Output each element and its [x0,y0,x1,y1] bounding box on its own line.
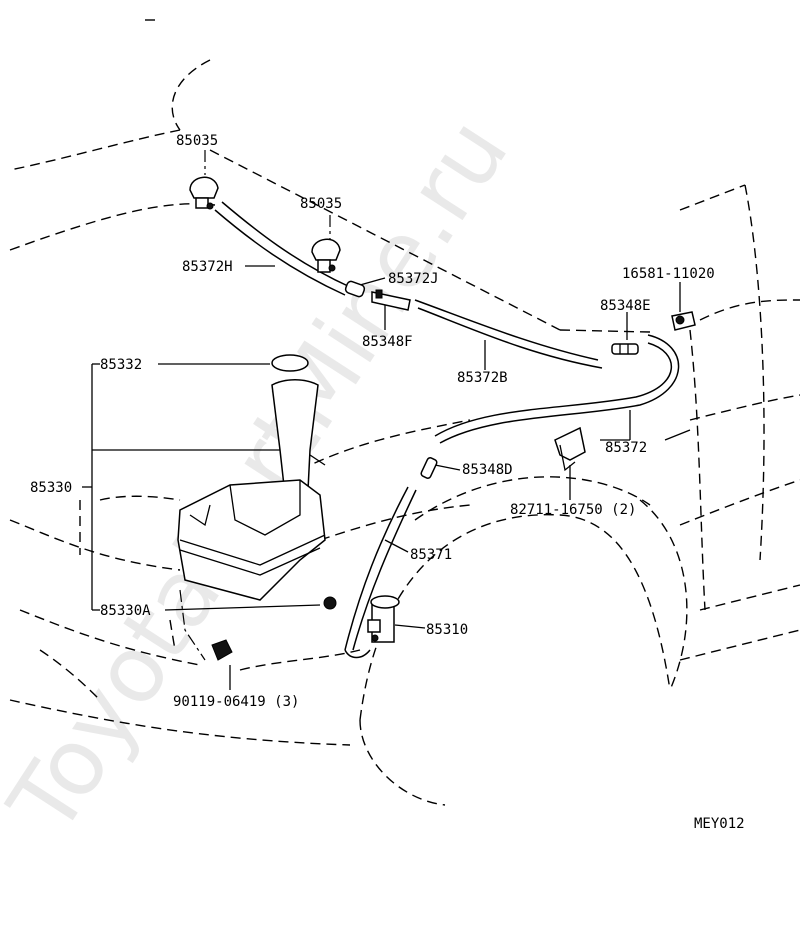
label-cap: 85332 [100,357,142,373]
label-hose-main: 85372 [605,440,647,456]
label-check-valve: 16581-11020 [622,266,715,282]
label-joint-e: 85348E [600,298,651,314]
washer-nozzle-right [311,238,341,273]
washer-nozzle-left [189,176,219,210]
washer-pump [367,595,400,643]
diagram-code: MEY012 [694,816,745,832]
label-hose-pump: 85371 [410,547,452,563]
washer-tank [177,354,337,661]
hose-joints [344,280,639,479]
label-joint-f: 85348F [362,334,413,350]
label-hose-h: 85372H [182,259,233,275]
hose-clamp [554,426,586,472]
label-nozzle-right: 85035 [300,196,342,212]
check-valve [671,311,696,331]
part-labels: 85035 85035 85372H 85372J 85348F 85372B … [30,133,745,832]
hoses [214,201,680,659]
label-bolt: 90119-06419 (3) [173,694,299,710]
label-joint-d: 85348D [462,462,513,478]
label-pump: 85310 [426,622,468,638]
label-nozzle-left: 85035 [176,133,218,149]
label-grommet: 85330A [100,603,151,619]
label-clamp: 82711-16750 (2) [510,502,636,518]
label-hose-b: 85372B [457,370,508,386]
label-hose-j: 85372J [388,271,439,287]
label-tank: 85330 [30,480,72,496]
